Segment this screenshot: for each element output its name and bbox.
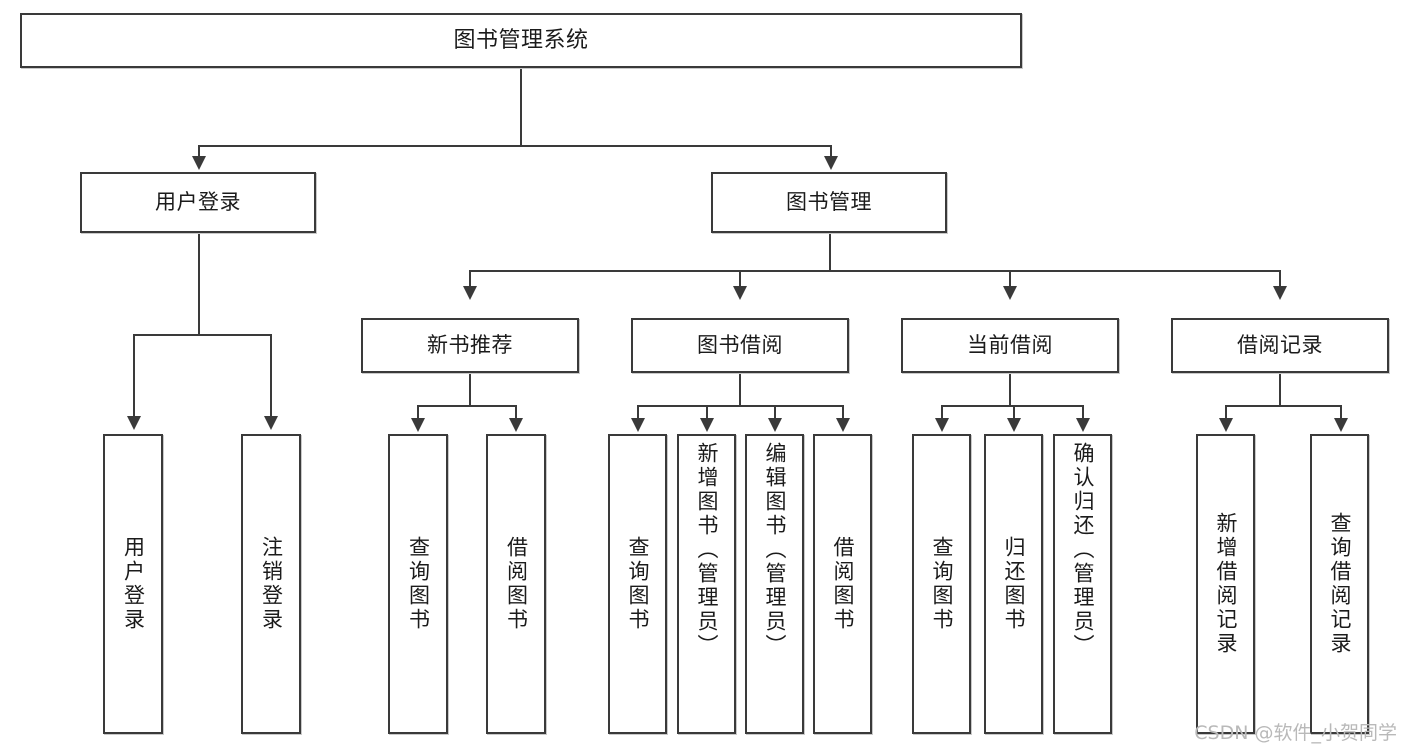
connector-current-borrow-stem xyxy=(1009,373,1011,406)
connector-br-to-leaf1 xyxy=(1225,405,1227,419)
leaf-query-book-borrow[interactable]: 查询图书 xyxy=(608,434,667,734)
node-label: 注销登录 xyxy=(259,536,284,632)
connector-bm-to-book-borrow xyxy=(739,270,741,288)
arrow-br-to-leaf1 xyxy=(1219,418,1233,432)
arrow-bb-to-leaf2 xyxy=(700,418,714,432)
connector-borrow-record-stem xyxy=(1279,373,1281,406)
arrow-bm-to-new-book xyxy=(463,286,477,300)
leaf-return-book[interactable]: 归还图书 xyxy=(984,434,1043,734)
node-label: 新书推荐 xyxy=(427,333,513,358)
node-user-login[interactable]: 用户登录 xyxy=(80,172,316,233)
connector-user-login-to-leaf2 xyxy=(270,334,272,418)
arrow-br-to-leaf2 xyxy=(1334,418,1348,432)
arrow-nb-to-leaf2 xyxy=(509,418,523,432)
leaf-query-book-recommend[interactable]: 查询图书 xyxy=(388,434,448,734)
arrow-root-to-book-management xyxy=(824,156,838,170)
node-label: 查询图书 xyxy=(930,536,954,632)
connector-br-to-leaf2 xyxy=(1340,405,1342,419)
connector-new-book-stem xyxy=(469,373,471,406)
connector-nb-to-leaf2 xyxy=(515,405,517,419)
node-new-book-recommend[interactable]: 新书推荐 xyxy=(361,318,579,373)
leaf-user-login[interactable]: 用户登录 xyxy=(103,434,163,734)
leaf-borrow-book-borrow[interactable]: 借阅图书 xyxy=(813,434,872,734)
node-label: 归还图书 xyxy=(1002,536,1026,632)
arrow-bm-to-borrow-record xyxy=(1273,286,1287,300)
node-book-borrow[interactable]: 图书借阅 xyxy=(631,318,849,373)
connector-nb-to-leaf1 xyxy=(417,405,419,419)
connector-bb-to-leaf2 xyxy=(706,405,708,419)
connector-bb-to-leaf4 xyxy=(842,405,844,419)
connector-bm-to-borrow-record xyxy=(1279,270,1281,288)
node-label: 当前借阅 xyxy=(967,333,1053,358)
node-label: 查询借阅记录 xyxy=(1328,512,1352,656)
connector-book-borrow-bus xyxy=(637,405,843,407)
connector-cb-to-leaf1 xyxy=(941,405,943,419)
arrow-cb-to-leaf3 xyxy=(1076,418,1090,432)
connector-book-management-bus xyxy=(469,270,1280,272)
node-label: 图书借阅 xyxy=(697,333,783,358)
connector-bm-to-new-book xyxy=(469,270,471,288)
node-current-borrow[interactable]: 当前借阅 xyxy=(901,318,1119,373)
connector-book-borrow-stem xyxy=(739,373,741,406)
leaf-confirm-return-admin[interactable]: 确认归还（管理员） xyxy=(1053,434,1112,734)
connector-current-borrow-bus xyxy=(941,405,1083,407)
leaf-query-borrow-record[interactable]: 查询借阅记录 xyxy=(1310,434,1369,734)
connector-new-book-bus xyxy=(417,405,517,407)
leaf-user-logout[interactable]: 注销登录 xyxy=(241,434,301,734)
connector-user-login-bus xyxy=(133,334,271,336)
csdn-watermark: CSDN @软件_小贺同学 xyxy=(1194,722,1397,744)
connector-root-to-user-login xyxy=(198,145,200,159)
node-borrow-record[interactable]: 借阅记录 xyxy=(1171,318,1389,373)
arrow-cb-to-leaf2 xyxy=(1007,418,1021,432)
arrow-bm-to-current-borrow xyxy=(1003,286,1017,300)
connector-bb-to-leaf1 xyxy=(637,405,639,419)
connector-book-management-stem xyxy=(829,233,831,271)
node-label: 借阅图书 xyxy=(504,536,529,632)
arrow-cb-to-leaf1 xyxy=(935,418,949,432)
leaf-add-book-admin[interactable]: 新增图书（管理员） xyxy=(677,434,736,734)
node-label: 编辑图书（管理员） xyxy=(763,442,787,658)
arrow-root-to-user-login xyxy=(192,156,206,170)
node-label: 用户登录 xyxy=(155,190,241,215)
arrow-user-login-to-leaf1 xyxy=(127,416,141,430)
node-label: 确认归还（管理员） xyxy=(1071,442,1095,658)
connector-borrow-record-bus xyxy=(1225,405,1341,407)
connector-user-login-stem xyxy=(198,233,200,335)
node-label: 借阅记录 xyxy=(1237,333,1323,358)
arrow-bb-to-leaf4 xyxy=(836,418,850,432)
connector-user-login-to-leaf1 xyxy=(133,334,135,418)
connector-cb-to-leaf2 xyxy=(1013,405,1015,419)
arrow-nb-to-leaf1 xyxy=(411,418,425,432)
connector-root-bus xyxy=(198,145,832,147)
node-label: 新增借阅记录 xyxy=(1214,512,1238,656)
leaf-add-borrow-record[interactable]: 新增借阅记录 xyxy=(1196,434,1255,734)
node-label: 查询图书 xyxy=(406,536,431,632)
arrow-bm-to-book-borrow xyxy=(733,286,747,300)
connector-cb-to-leaf3 xyxy=(1082,405,1084,419)
arrow-bb-to-leaf3 xyxy=(768,418,782,432)
connector-root-stem xyxy=(520,68,522,146)
node-label: 用户登录 xyxy=(121,536,146,632)
leaf-query-book-current[interactable]: 查询图书 xyxy=(912,434,971,734)
connector-bb-to-leaf3 xyxy=(774,405,776,419)
node-label: 借阅图书 xyxy=(831,536,855,632)
connector-root-to-book-management xyxy=(830,145,832,159)
node-label: 图书管理 xyxy=(786,190,872,215)
node-book-management[interactable]: 图书管理 xyxy=(711,172,947,233)
arrow-user-login-to-leaf2 xyxy=(264,416,278,430)
node-label: 新增图书（管理员） xyxy=(695,442,719,658)
leaf-borrow-book-recommend[interactable]: 借阅图书 xyxy=(486,434,546,734)
node-label: 图书管理系统 xyxy=(453,27,589,53)
node-label: 查询图书 xyxy=(626,536,650,632)
node-root-book-management-system[interactable]: 图书管理系统 xyxy=(20,13,1022,68)
arrow-bb-to-leaf1 xyxy=(631,418,645,432)
connector-bm-to-current-borrow xyxy=(1009,270,1011,288)
leaf-edit-book-admin[interactable]: 编辑图书（管理员） xyxy=(745,434,804,734)
